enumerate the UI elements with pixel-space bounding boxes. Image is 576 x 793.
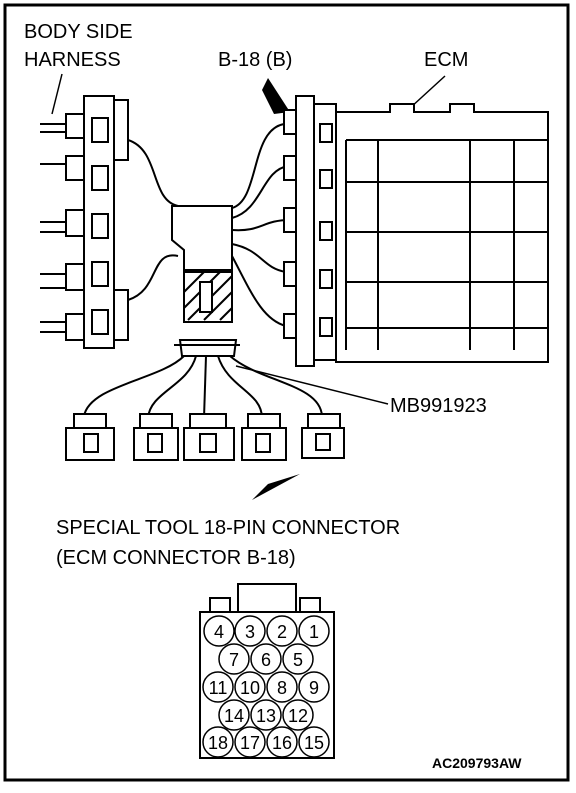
tool-leader <box>235 365 389 405</box>
figure-border <box>3 3 570 782</box>
pin-14: 14 <box>224 706 244 726</box>
pin-numbers: 4 3 2 1 7 6 5 11 10 8 9 14 13 12 18 17 1… <box>208 622 324 753</box>
hatched-block <box>183 271 233 323</box>
pin-8: 8 <box>277 678 287 698</box>
ecm-body <box>335 103 549 363</box>
pin-2: 2 <box>277 622 287 642</box>
pin-13: 13 <box>256 706 276 726</box>
tool-connector-2 <box>133 413 179 461</box>
tool-number-label: MB991923 <box>390 395 487 417</box>
body-side-harness <box>40 95 129 349</box>
pin-5: 5 <box>293 650 303 670</box>
ecm-leader <box>409 75 446 109</box>
adapter-wires <box>127 123 291 327</box>
pin-3: 3 <box>245 622 255 642</box>
pin-6: 6 <box>261 650 271 670</box>
pin-circles <box>202 615 330 758</box>
body-side-label-line2: HARNESS <box>24 49 121 71</box>
pin-11: 11 <box>209 678 228 698</box>
connector-title-line2: (ECM CONNECTOR B-18) <box>56 547 296 569</box>
ecm-label: ECM <box>424 49 468 71</box>
ecm-connector-b18 <box>283 95 337 367</box>
figure-code: AC209793AW <box>432 755 522 771</box>
pin-12: 12 <box>288 706 308 726</box>
pin-17: 17 <box>240 733 260 753</box>
pin-4: 4 <box>214 622 224 642</box>
body-side-label-line1: BODY SIDE <box>24 21 133 43</box>
tool-connector-3 <box>183 413 235 461</box>
pin-18: 18 <box>208 733 228 753</box>
connector-arrow <box>252 474 300 500</box>
pin-16: 16 <box>272 733 292 753</box>
pin-10: 10 <box>240 678 260 698</box>
pin-15: 15 <box>304 733 324 753</box>
pin-7: 7 <box>229 650 239 670</box>
tool-connector-4 <box>241 413 287 461</box>
pin-1: 1 <box>309 622 319 642</box>
b18-arrow <box>262 78 290 114</box>
tool-connector-1 <box>65 413 115 461</box>
body-side-leader <box>51 73 63 115</box>
pin-9: 9 <box>309 678 319 698</box>
tool-wires <box>83 344 323 419</box>
tool-connector-5 <box>301 413 345 459</box>
b18-label: B-18 (B) <box>218 49 292 71</box>
connector-title-line1: SPECIAL TOOL 18-PIN CONNECTOR <box>56 517 400 539</box>
